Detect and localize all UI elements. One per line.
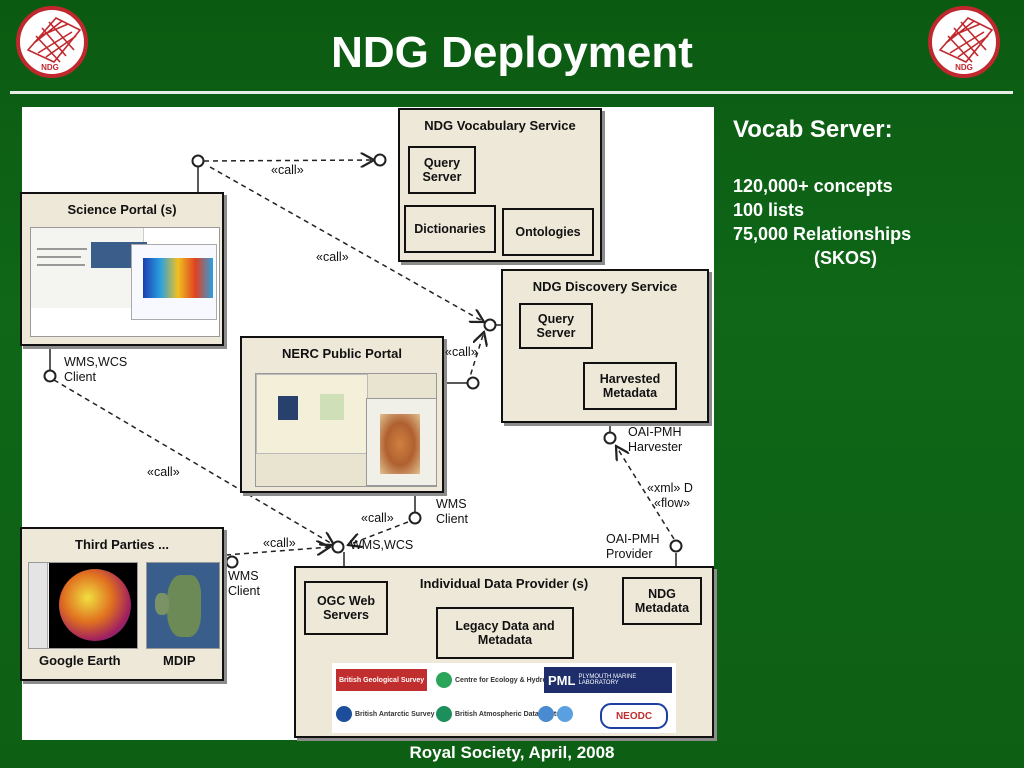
wmswcs-label: WMS,WCS: [350, 538, 414, 552]
vocab-query-server: Query Server: [408, 146, 476, 194]
science-portal-title: Science Portal (s): [67, 202, 177, 217]
vocab-service-title: NDG Vocabulary Service: [424, 118, 576, 133]
org-icons: [538, 703, 573, 725]
side-line-4: (SKOS): [814, 248, 877, 268]
org-neodc: NEODC: [600, 703, 668, 729]
harvested-metadata-box: Harvested Metadata: [583, 362, 677, 410]
call-label-3: «call»: [445, 345, 478, 359]
oai-provider-label: OAI-PMH: [606, 532, 660, 546]
harvester-label: Harvester: [628, 440, 683, 454]
oai-harvester-label: OAI-PMH: [628, 425, 682, 439]
logo-text: NDG: [41, 63, 59, 72]
side-panel: Vocab Server: 120,000+ concepts 100 list…: [733, 116, 911, 270]
nerc-portal-box: NERC Public Portal: [240, 336, 444, 493]
google-earth-label: Google Earth: [39, 653, 121, 668]
side-line-1: 120,000+ concepts: [733, 176, 893, 196]
org-bas: British Antarctic Survey: [336, 703, 435, 725]
ogc-web-servers: OGC Web Servers: [304, 581, 388, 635]
mdip-screenshot: [146, 562, 220, 649]
google-earth-screenshot: [28, 562, 138, 649]
ndg-logo-left: NDG: [16, 6, 88, 78]
logo-text-right: NDG: [955, 63, 973, 72]
org-ceh: Centre for Ecology & Hydrology: [436, 669, 561, 691]
ontologies-box: Ontologies: [502, 208, 594, 256]
discovery-service-title: NDG Discovery Service: [532, 279, 678, 294]
side-line-3: 75,000 Relationships: [733, 224, 912, 244]
third-parties-title: Third Parties ...: [75, 537, 169, 552]
client-label-2: Client: [436, 512, 468, 526]
org-bgs: British Geological Survey: [336, 669, 427, 691]
mdip-label: MDIP: [163, 653, 196, 668]
call-label-2: «call»: [316, 250, 349, 264]
dictionaries-box: Dictionaries: [404, 205, 496, 253]
wmswcs-client-label: WMS,WCS: [64, 355, 128, 369]
footer: Royal Society, April, 2008: [409, 743, 615, 762]
ndg-metadata-box: NDG Metadata: [622, 577, 702, 625]
call-label-6: «call»: [263, 536, 296, 550]
org-logos: British Geological Survey Centre for Eco…: [332, 663, 676, 733]
call-label-1: «call»: [271, 163, 304, 177]
discovery-query-server: Query Server: [519, 303, 593, 349]
nerc-portal-screenshot: [255, 373, 437, 487]
vocab-server-heading: Vocab Server:: [733, 116, 893, 143]
science-portal-screenshot: [30, 227, 220, 337]
legacy-data-box: Legacy Data and Metadata: [436, 607, 574, 659]
third-parties-box: Third Parties ... Google Earth MDIP: [20, 527, 224, 681]
call-label-4: «call»: [147, 465, 180, 479]
client-label-1: Client: [64, 370, 96, 384]
science-portal-box: Science Portal (s): [20, 192, 224, 346]
call-label-5: «call»: [361, 511, 394, 525]
diagram-panel: NDG Vocabulary Service Query Server Dict…: [20, 107, 714, 740]
org-badc: British Atmospheric Data Centre: [436, 703, 563, 725]
side-line-2: 100 lists: [733, 200, 805, 220]
flow-label: «flow»: [654, 496, 691, 510]
client-label-3: Client: [228, 584, 260, 598]
provider-label: Provider: [606, 547, 653, 561]
xml-label: «xml» D: [647, 481, 693, 495]
ndg-logo-right: NDG: [928, 6, 1000, 78]
title-rule: [10, 91, 1013, 94]
wms-label: WMS: [436, 497, 467, 511]
slide-title: NDG Deployment: [331, 28, 693, 77]
nerc-portal-title: NERC Public Portal: [282, 346, 402, 361]
data-provider-title: Individual Data Provider (s): [419, 576, 589, 591]
wms-label-3: WMS: [228, 569, 259, 583]
